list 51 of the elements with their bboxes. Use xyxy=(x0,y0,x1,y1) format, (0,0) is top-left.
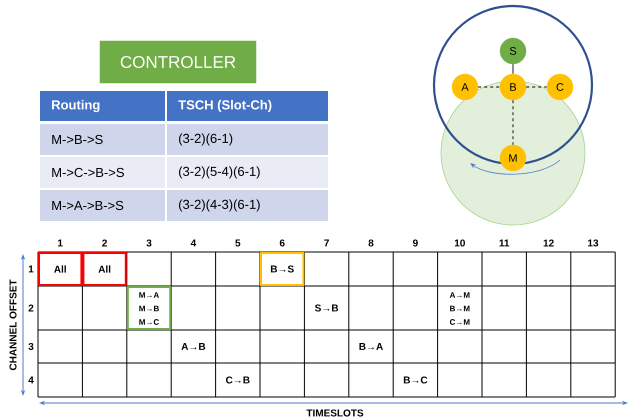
network-node: C xyxy=(546,74,574,100)
schedule-entry: All xyxy=(54,265,66,273)
network-node: A xyxy=(452,74,478,100)
schedule-entry: M→A xyxy=(139,292,160,298)
column-number: 10 xyxy=(454,239,465,247)
link-line xyxy=(512,100,514,146)
schedule-entry: M→B xyxy=(139,306,159,312)
schedule-entry: C→M xyxy=(450,319,470,325)
schedule-entry: B→S xyxy=(270,265,294,273)
table-header-cell: Routing xyxy=(40,91,165,121)
column-number: 9 xyxy=(412,239,418,247)
table-cell: (3-2)(6-1) xyxy=(167,124,328,155)
column-number: 7 xyxy=(324,240,329,246)
link-line xyxy=(526,86,548,88)
axis-title: CHANNEL OFFSET xyxy=(9,280,17,370)
schedule-entry: A→M xyxy=(450,292,470,298)
row-number: 2 xyxy=(28,304,34,312)
column-number: 4 xyxy=(190,240,196,246)
table-cell: M->B->S xyxy=(40,124,165,155)
schedule-entry: A→B xyxy=(181,343,206,350)
column-number: 3 xyxy=(146,239,152,247)
row-number: 3 xyxy=(28,342,34,350)
table-cell: (3-2)(5-4)(6-1) xyxy=(167,157,328,188)
controller-box: CONTROLLER xyxy=(98,39,258,85)
link-line xyxy=(478,86,500,88)
column-number: 1 xyxy=(58,240,63,246)
row-number: 4 xyxy=(28,376,34,384)
schedule-entry: B→C xyxy=(404,376,428,384)
network-node: S xyxy=(500,38,526,64)
schedule-entry: B→A xyxy=(359,343,383,350)
axis-title: TIMESLOTS xyxy=(306,409,364,417)
column-number: 8 xyxy=(368,239,374,247)
column-number: 11 xyxy=(500,240,510,246)
column-number: 13 xyxy=(588,239,598,247)
table-header-cell: TSCH (Slot-Ch) xyxy=(167,91,328,121)
table-cell: M->C->B->S xyxy=(40,157,165,188)
table-cell: M->A->B->S xyxy=(40,190,165,221)
schedule-entry: S→B xyxy=(314,304,338,312)
column-number: 12 xyxy=(544,240,554,246)
network-node: B xyxy=(500,74,526,100)
column-number: 5 xyxy=(235,240,240,246)
column-number: 6 xyxy=(280,239,285,247)
link-line xyxy=(512,64,514,74)
column-number: 2 xyxy=(102,240,107,246)
schedule-entry: B→M xyxy=(450,306,470,312)
network-node: M xyxy=(500,144,526,172)
row-number: 1 xyxy=(28,266,34,272)
table-cell: (3-2)(4-3)(6-1) xyxy=(167,190,328,221)
schedule-entry: M→C xyxy=(139,319,159,325)
schedule-entry: All xyxy=(98,265,110,273)
schedule-entry: C→B xyxy=(226,376,250,384)
